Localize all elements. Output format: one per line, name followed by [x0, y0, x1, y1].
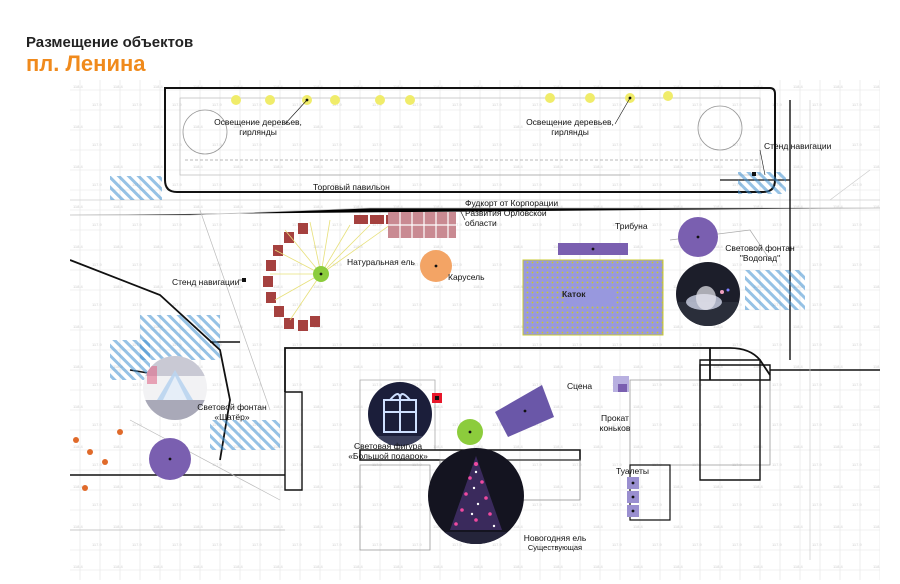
label-rink: Каток: [562, 289, 586, 299]
street-lamps: [73, 429, 123, 491]
light-figure-photo: [368, 382, 432, 446]
label-toilets: Туалеты: [616, 466, 650, 476]
tree-lights-right: [545, 91, 673, 103]
lower-block-outline: [284, 347, 711, 392]
label-carousel: Карусель: [448, 272, 485, 282]
fountain-vodopad-photo: [676, 262, 740, 326]
crosswalk: [140, 315, 220, 360]
nav-stand-left: [242, 278, 246, 282]
label-pavilion: Торговый павильон: [313, 182, 390, 192]
natural-tree-radial: [270, 219, 391, 321]
label-nav-stand-top: Стенд навигации: [764, 141, 832, 151]
crosswalk: [110, 176, 162, 200]
map-subtitle: пл. Ленина: [26, 51, 146, 76]
crosswalk: [110, 340, 150, 380]
fountain-shater-photo: [143, 356, 207, 420]
toilets-blocks: [627, 477, 639, 517]
label-foodcourt: Фудкорт от Корпорации Развития Орловской…: [465, 198, 559, 228]
label-new-year-tree-note: Существующая: [527, 543, 583, 552]
label-tribune: Трибуна: [615, 221, 648, 231]
label-lighting-left: Освещение деревьев, гирлянды: [214, 117, 302, 137]
label-natural-tree: Натуральная ель: [347, 257, 415, 267]
nav-stand-top: [752, 172, 756, 176]
new-year-tree-photo: [428, 448, 524, 544]
crosswalk: [745, 270, 805, 310]
label-fountain-shater: Световой фонтан «Шатёр»: [197, 402, 267, 422]
label-lighting-right: Освещение деревьев, гирлянды: [526, 117, 614, 137]
crosswalk: [210, 420, 280, 450]
crosswalk: [738, 172, 786, 194]
label-nav-stand-left: Стенд навигации: [172, 277, 240, 287]
foodcourt-block: [388, 212, 456, 238]
label-fountain-vodopad: Световой фонтан "Водопад": [725, 243, 795, 263]
label-new-year-tree: Новогодняя ель: [523, 533, 587, 543]
label-skates: Прокат коньков: [599, 413, 631, 433]
label-light-figure: Световая фигура «Большой подарок»: [348, 441, 428, 461]
label-stage: Сцена: [567, 381, 593, 391]
map-title: Размещение объектов: [26, 34, 194, 51]
